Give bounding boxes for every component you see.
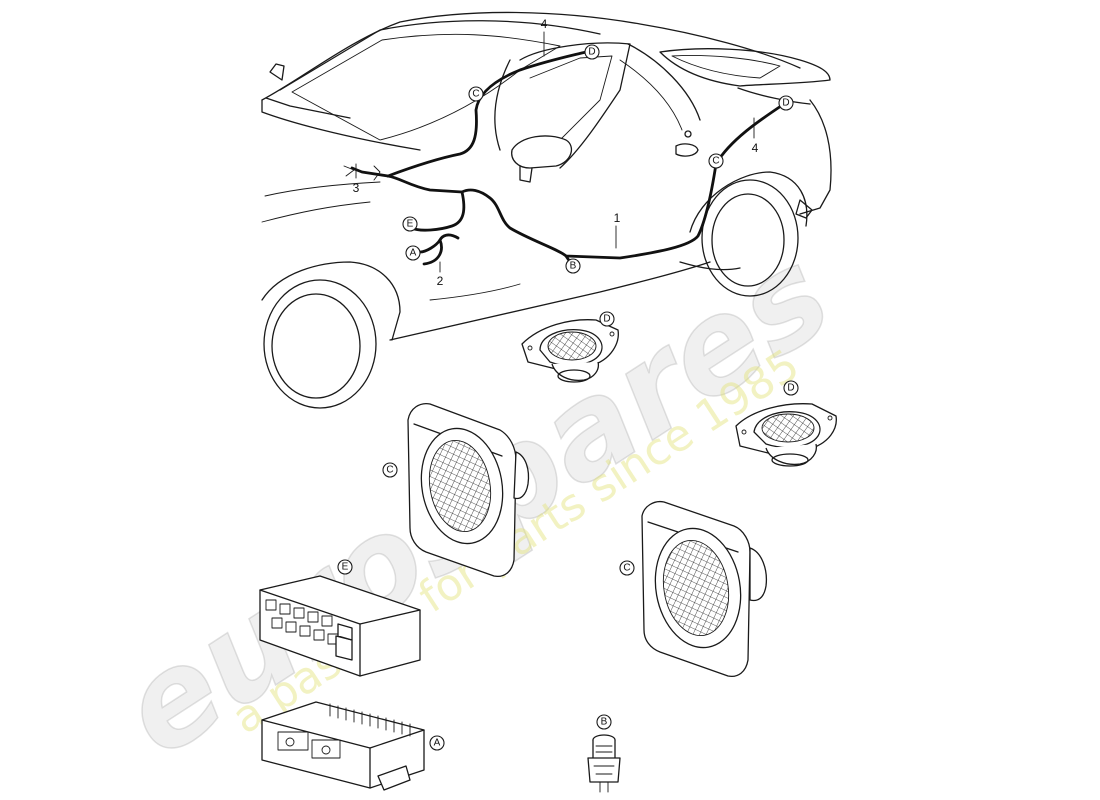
callout-label: C bbox=[472, 89, 479, 100]
midrange-speaker-left bbox=[407, 402, 530, 578]
amplifier-unit bbox=[259, 575, 421, 677]
callout-label: D bbox=[603, 314, 610, 325]
callout-d-tweeter-right: D bbox=[783, 380, 799, 396]
part-number-4-roof: 4 bbox=[541, 17, 548, 31]
callout-label: C bbox=[623, 563, 630, 574]
midrange-speaker-right bbox=[641, 500, 768, 678]
callout-c-roof: C bbox=[468, 86, 484, 102]
callout-label: D bbox=[787, 383, 794, 394]
callout-e-harness: E bbox=[402, 216, 418, 232]
callout-label: A bbox=[434, 738, 441, 749]
callout-b-harness: B bbox=[565, 258, 581, 274]
callout-c-rear: C bbox=[708, 153, 724, 169]
callout-label: C bbox=[712, 156, 719, 167]
callout-label: C bbox=[386, 465, 393, 476]
callout-label: B bbox=[601, 717, 608, 728]
part-number-2: 2 bbox=[437, 274, 444, 288]
callout-c-speaker-right: C bbox=[619, 560, 635, 576]
radio-unit bbox=[261, 701, 425, 791]
tweeter-speaker-right bbox=[735, 403, 837, 467]
callout-label: E bbox=[342, 562, 349, 573]
callout-label: D bbox=[782, 98, 789, 109]
part-number-4-rear: 4 bbox=[752, 141, 759, 155]
callout-label: D bbox=[588, 47, 595, 58]
callout-e-amplifier: E bbox=[337, 559, 353, 575]
part-number-1: 1 bbox=[614, 211, 621, 225]
callout-c-speaker-left: C bbox=[382, 462, 398, 478]
connector-plug bbox=[587, 734, 621, 793]
callout-d-roof: D bbox=[584, 44, 600, 60]
part-number-3: 3 bbox=[353, 181, 360, 195]
tweeter-speaker-top bbox=[521, 319, 619, 383]
callout-label: B bbox=[570, 261, 577, 272]
car-illustration bbox=[261, 11, 832, 409]
callout-d-rear: D bbox=[778, 95, 794, 111]
callout-label: E bbox=[407, 219, 414, 230]
callout-d-tweeter-top: D bbox=[599, 311, 615, 327]
callout-label: A bbox=[410, 248, 417, 259]
callout-a-radio: A bbox=[429, 735, 445, 751]
callout-a-harness: A bbox=[405, 245, 421, 261]
callout-b-plug: B bbox=[596, 714, 612, 730]
